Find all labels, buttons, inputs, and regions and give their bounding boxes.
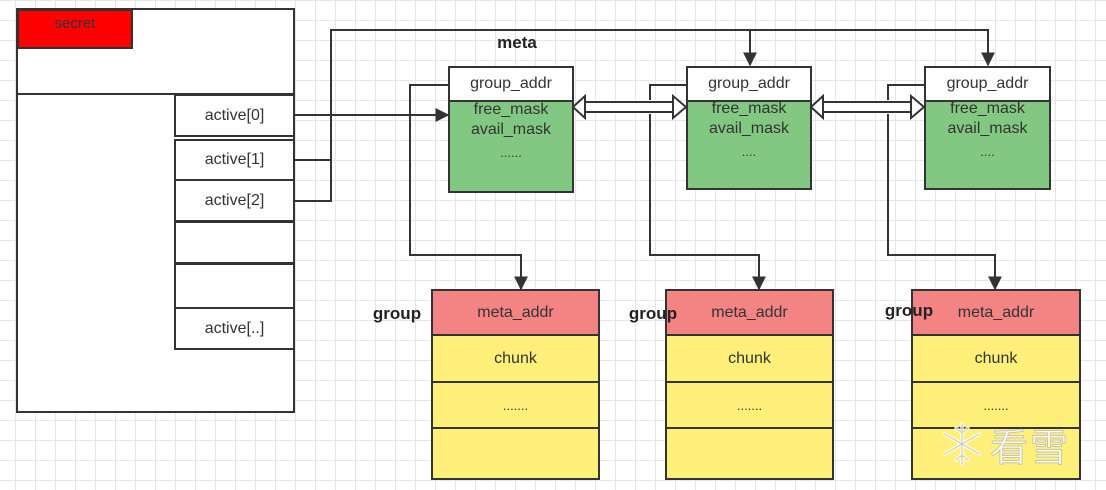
arrow-meta0-to-group0	[409, 84, 528, 291]
meta-free-mask-2: free_mask	[950, 100, 1025, 117]
group-meta-addr-0: meta_addr	[431, 289, 600, 336]
meta-avail-mask-2: avail_mask	[947, 120, 1028, 137]
meta-dots-2: ....	[980, 143, 995, 159]
arrow-meta1-to-group1	[649, 84, 766, 291]
active-slot-0: active[0]	[174, 94, 295, 137]
active-slot-label: active[2]	[204, 191, 265, 209]
active-slot-4	[174, 263, 295, 309]
group-chunk-2: chunk	[911, 334, 1081, 383]
active-slot-5: active[..]	[174, 307, 295, 350]
meta-dots-0: ......	[500, 144, 522, 160]
meta-group-addr-0: group_addr	[448, 66, 574, 102]
double-arrow-meta0-meta1	[571, 93, 688, 121]
group-meta-addr-2: meta_addr	[911, 289, 1081, 336]
meta-avail-mask-0: avail_mask	[470, 121, 552, 138]
meta-avail-mask-1: avail_mask	[708, 120, 790, 137]
meta-free-mask-1: free_mask	[711, 100, 787, 117]
group-empty-1	[665, 427, 834, 480]
group-meta-addr-1: meta_addr	[665, 289, 834, 336]
active-slot-label: active[..]	[204, 319, 265, 337]
group-addr-label: group_addr	[946, 75, 1029, 92]
group-dots-2: .......	[911, 381, 1081, 429]
secret-field: secret	[17, 9, 133, 49]
double-arrow-meta1-meta2	[809, 93, 926, 121]
group-empty-2	[911, 427, 1081, 480]
active-slot-1: active[1]	[174, 139, 295, 181]
watermark-text: 看雪	[989, 425, 1071, 470]
group-dots-1: .......	[665, 381, 834, 429]
group-addr-label: group_addr	[470, 75, 552, 92]
group-label-0: group	[372, 304, 422, 323]
secret-label: secret	[54, 15, 96, 32]
meta-dots-1: ....	[741, 143, 757, 159]
active-slot-label: active[0]	[204, 106, 265, 124]
meta-group-addr-2: group_addr	[924, 66, 1051, 102]
group-label-2: group	[884, 301, 934, 320]
active-slot-label: active[1]	[204, 151, 265, 168]
line-active2-to-meta2	[295, 29, 995, 202]
arrow-meta2-to-group2	[887, 84, 1002, 291]
group-label-1: group	[628, 304, 678, 323]
meta-free-mask-0: free_mask	[473, 101, 549, 118]
active-slot-3	[174, 221, 295, 264]
active-slot-2: active[2]	[174, 179, 295, 222]
snowflake-icon	[942, 422, 982, 466]
group-chunk-0: chunk	[431, 334, 600, 383]
group-empty-0	[431, 427, 600, 480]
watermark: 看雪	[938, 418, 1070, 470]
group-addr-label: group_addr	[708, 75, 790, 92]
group-dots-0: .......	[431, 381, 600, 429]
meta-group-addr-1: group_addr	[686, 66, 812, 102]
meta-title: meta	[497, 33, 537, 52]
group-chunk-1: chunk	[665, 334, 834, 383]
struct-divider	[16, 93, 295, 95]
